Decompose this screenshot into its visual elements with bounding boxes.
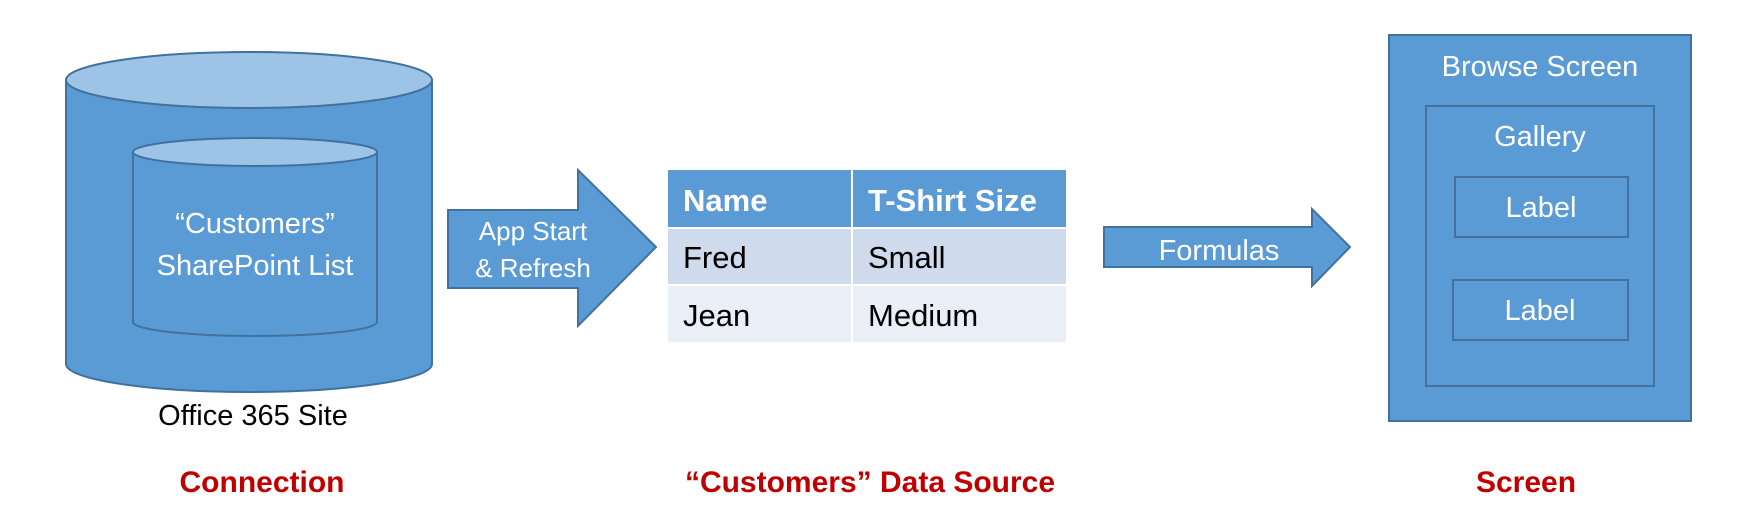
sharepoint-list-label-line-1: “Customers” xyxy=(175,208,335,240)
table-row xyxy=(853,229,1066,284)
gallery-label-text: Label xyxy=(1506,192,1577,224)
formulas-arrow xyxy=(1103,206,1352,289)
office-365-site-label: Office 365 Site xyxy=(158,400,348,432)
data-source-caption: “Customers” Data Source xyxy=(685,466,1055,499)
gallery-label-box xyxy=(1452,279,1629,341)
sharepoint-list-label-line-2: SharePoint List xyxy=(157,250,354,282)
table-row xyxy=(668,229,851,284)
table-cell-name: Jean xyxy=(683,298,750,333)
table-cell-size: Medium xyxy=(868,298,978,333)
browse-screen-title: Browse Screen xyxy=(1442,51,1639,83)
app-start-label-line-2: & Refresh xyxy=(475,253,591,283)
connection-caption: Connection xyxy=(180,466,345,499)
table-cell-name: Fred xyxy=(683,240,747,275)
table-header-cell-name xyxy=(668,170,851,227)
table-header-size: T-Shirt Size xyxy=(868,183,1037,218)
app-start-refresh-arrow xyxy=(447,167,658,329)
table-row xyxy=(853,286,1066,342)
screen-caption: Screen xyxy=(1476,466,1576,499)
gallery-label-text: Label xyxy=(1505,295,1576,327)
table-header-name: Name xyxy=(683,183,767,218)
app-start-label-line-1: App Start xyxy=(479,216,588,246)
table-row xyxy=(668,286,851,342)
gallery-title: Gallery xyxy=(1494,121,1586,153)
table-header-cell-size xyxy=(853,170,1066,227)
gallery-label-box xyxy=(1454,176,1629,238)
table-cell-size: Small xyxy=(868,240,946,275)
customers-table xyxy=(668,170,1066,342)
formulas-label: Formulas xyxy=(1159,235,1280,267)
sharepoint-list-cylinder xyxy=(132,137,378,337)
